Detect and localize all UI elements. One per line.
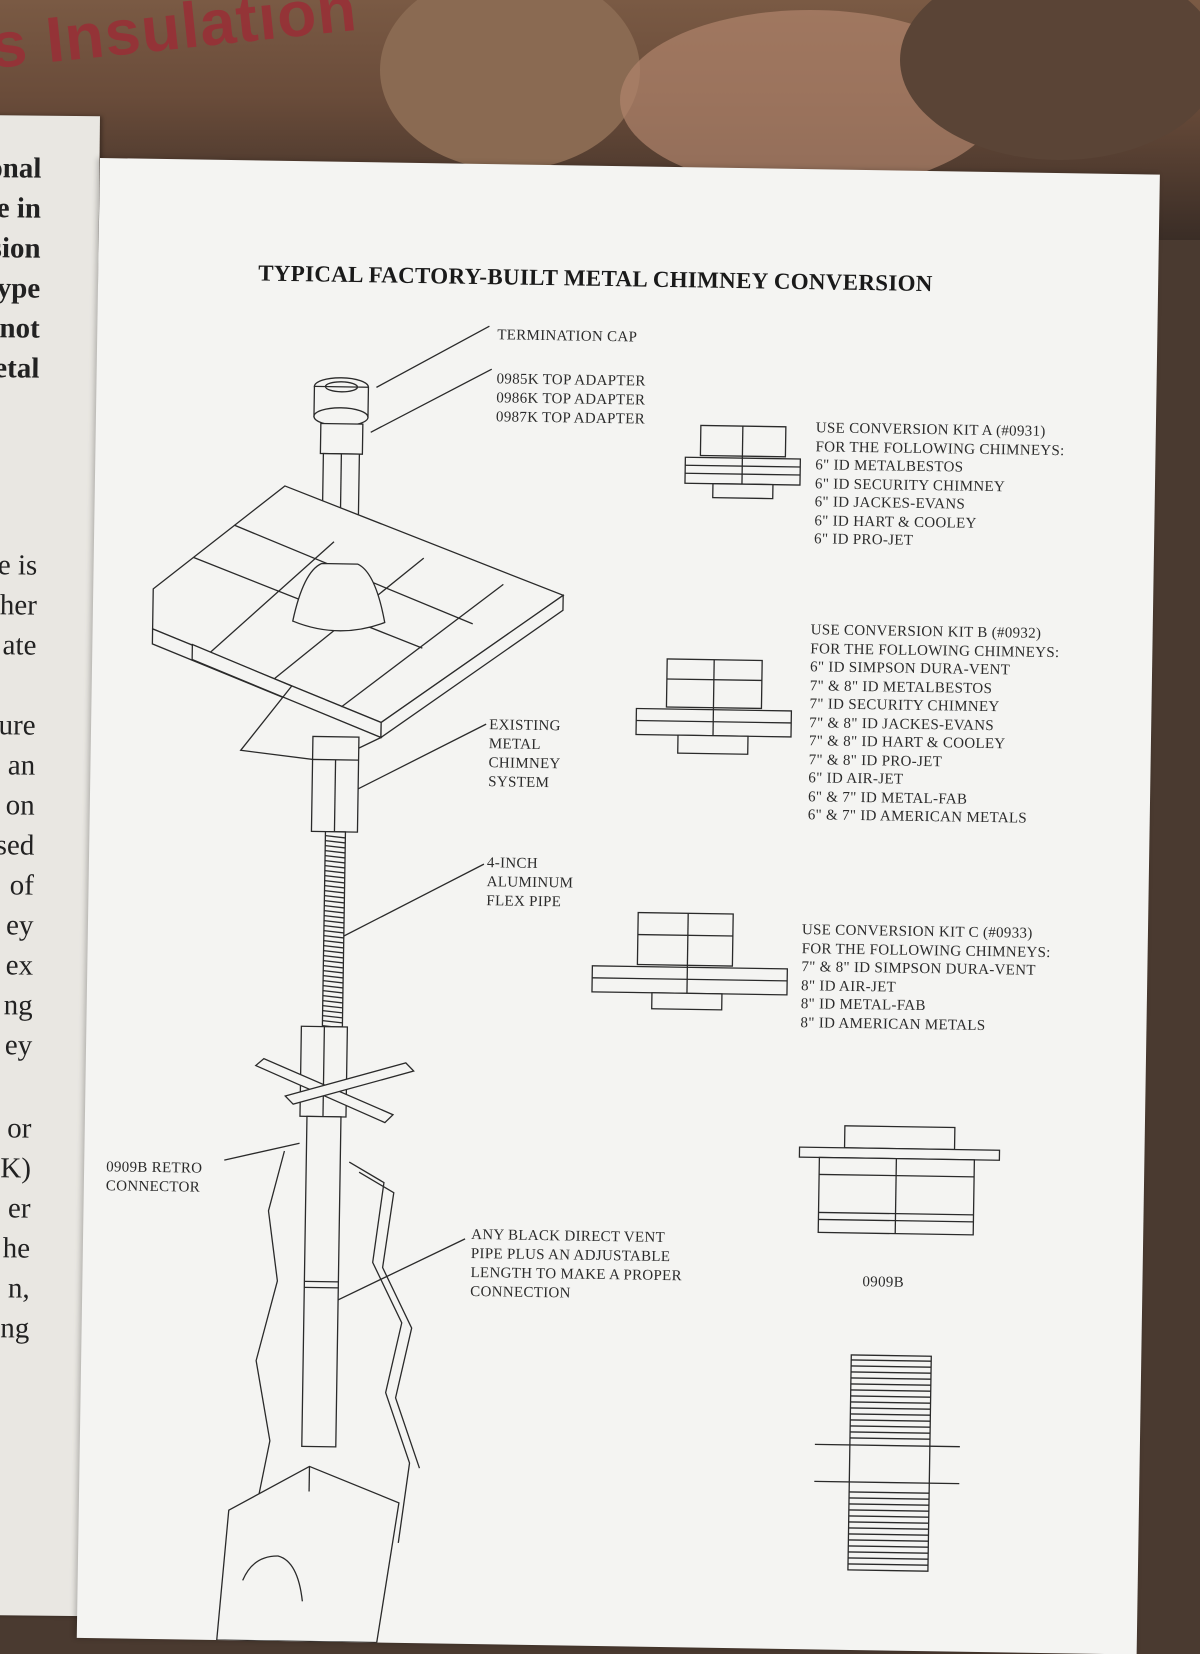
label-retro-line-1: 0909B RETRO (106, 1158, 203, 1179)
label-retro-connector: 0909B RETRO CONNECTOR (106, 1158, 203, 1198)
label-flex-pipe: 4-INCH ALUMINUM FLEX PIPE (486, 854, 573, 912)
leader-line-direct-vent (324, 1237, 465, 1309)
label-top-adapter-0985k: 0985K TOP ADAPTER (496, 370, 645, 391)
kit-a-adapter-drawing (685, 425, 801, 499)
left-page-text-fragment: n, (8, 1268, 30, 1308)
kit-chimney-item: 6" & 7" ID AMERICAN METALS (808, 806, 1057, 828)
label-flex-line-3: FLEX PIPE (486, 892, 573, 912)
retro-connector-drawing (250, 1026, 415, 1448)
left-page-text-fragment: not (0, 308, 40, 348)
label-existing-chimney: EXISTING METAL CHIMNEY SYSTEM (488, 716, 561, 793)
kit-b-adapter-drawing (636, 658, 792, 754)
label-direct-vent: ANY BLACK DIRECT VENT PIPE PLUS AN ADJUS… (470, 1226, 683, 1305)
left-page-text-fragment: ype (0, 268, 40, 308)
left-page-text-fragment: he (3, 1228, 31, 1268)
left-page-text-fragment: etal (0, 348, 40, 388)
label-existing-line-4: SYSTEM (488, 773, 560, 793)
part-0909b-drawing (798, 1125, 1000, 1235)
left-page-text-fragment: ey (5, 1025, 33, 1065)
existing-chimney-drawing (311, 736, 358, 832)
kit-chimney-item: 6" ID PRO-JET (814, 530, 1063, 552)
left-page-text-fragment: sion (0, 228, 41, 269)
leader-line-retro-connector (224, 1142, 299, 1161)
label-existing-line-2: METAL (489, 735, 561, 755)
label-flex-line-1: 4-INCH (487, 854, 574, 874)
label-top-adapter-0986k: 0986K TOP ADAPTER (496, 389, 645, 410)
left-page-text-fragment: K) (0, 1148, 31, 1188)
left-page-text-fragment: ng (0, 1308, 29, 1348)
left-page-text-fragment: onal (0, 148, 42, 189)
left-page-text-fragment: ate (2, 625, 36, 665)
flex-pipe-drawing (322, 832, 345, 1028)
leader-line-flex-pipe (333, 862, 484, 944)
left-page-text-fragment: an (8, 745, 36, 785)
left-page-text-fragment: pe in (0, 188, 41, 229)
left-page-text-fragment: ure (0, 705, 36, 745)
label-existing-line-3: CHIMNEY (488, 754, 560, 774)
kit-a-list: USE CONVERSION KIT A (#0931)FOR THE FOLL… (814, 419, 1065, 552)
kit-chimney-item: 8" ID AMERICAN METALS (800, 1014, 1049, 1036)
document-page: TYPICAL FACTORY-BUILT METAL CHIMNEY CONV… (77, 158, 1160, 1654)
left-page-text-fragment: e is (0, 545, 37, 585)
label-vent-line-4: CONNECTION (470, 1283, 682, 1305)
left-page-text-fragment: or (7, 1108, 32, 1148)
left-page-text-fragment: sed (0, 825, 35, 865)
label-part-0909b: 0909B (862, 1273, 904, 1293)
left-page-text-fragment: er (8, 1188, 31, 1228)
label-top-adapter-0987k: 0987K TOP ADAPTER (496, 408, 645, 429)
left-page-text-fragment: her (0, 585, 37, 625)
insulation-label-text: s Insulation (0, 0, 360, 83)
leader-line-top-adapter (371, 367, 492, 434)
left-page-text-fragment: on (6, 785, 35, 825)
left-page-text-fragment: of (10, 865, 35, 905)
left-page-text-fragment: ey (6, 905, 34, 945)
label-top-adapters: 0985K TOP ADAPTER 0986K TOP ADAPTER 0987… (496, 370, 646, 429)
label-termination-cap: TERMINATION CAP (497, 326, 637, 347)
label-retro-line-2: CONNECTOR (106, 1177, 203, 1198)
kit-c-list: USE CONVERSION KIT C (#0933)FOR THE FOLL… (800, 921, 1051, 1036)
label-flex-line-2: ALUMINUM (487, 873, 574, 893)
flex-pipe-detail-drawing (813, 1354, 961, 1571)
left-page-text-fragment: ng (3, 985, 32, 1025)
left-page-text-fragment: ex (6, 945, 34, 985)
kit-c-adapter-drawing (592, 912, 788, 1011)
label-existing-line-1: EXISTING (489, 716, 561, 736)
stove-drawing (217, 1465, 400, 1643)
kit-b-list: USE CONVERSION KIT B (#0932)FOR THE FOLL… (808, 621, 1060, 828)
